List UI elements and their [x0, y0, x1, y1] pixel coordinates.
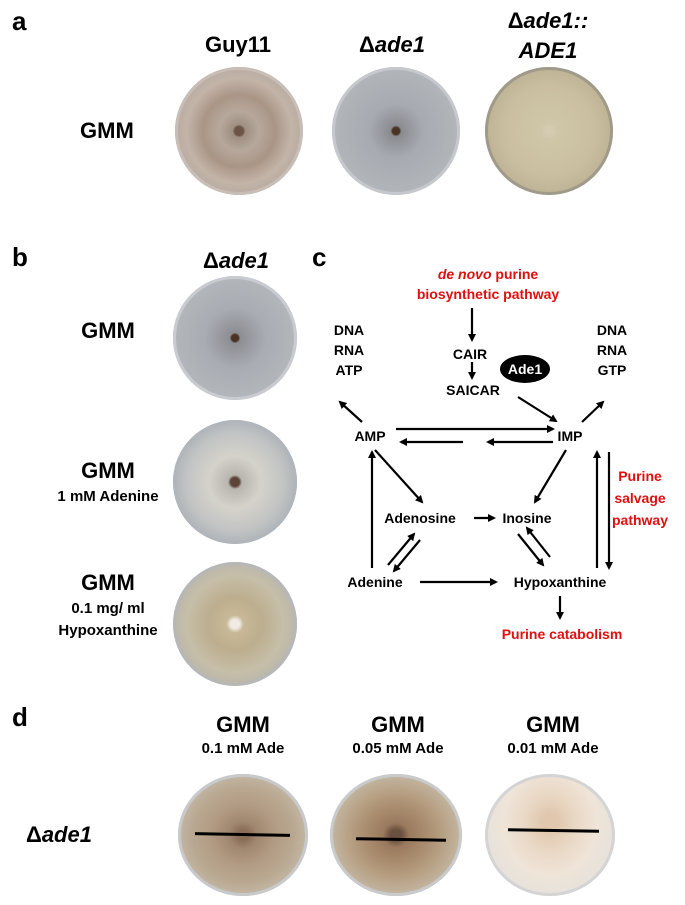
arrow-amp-to-adenosine [374, 449, 424, 504]
panel-d-col2-sublabel: 0.05 mM Ade [352, 740, 444, 757]
node-cair: CAIR [452, 346, 488, 362]
node-rna-right: RNA [596, 342, 628, 358]
panel-b-row3-sublabel2: Hypoxanthine [58, 622, 158, 639]
panel-d-col1-label: GMM [216, 712, 270, 737]
plate-b-adenine [173, 420, 297, 544]
node-inosine: Inosine [502, 510, 552, 526]
node-dna-left: DNA [333, 322, 365, 338]
node-saicar: SAICAR [446, 382, 500, 398]
arrow-adenosine-to-adenine [392, 539, 421, 573]
node-hypoxanthine: Hypoxanthine [513, 574, 607, 590]
plate-a-ade1 [332, 67, 460, 195]
arrow-amp-to-atp [338, 400, 363, 423]
panel-b-row3-label: GMM [81, 570, 135, 595]
salvage-label-line1: Purine [618, 468, 662, 484]
node-adenosine: Adenosine [384, 510, 456, 526]
arrow-adenine-to-adenosine [387, 532, 416, 566]
node-amp: AMP [354, 428, 386, 444]
node-gtp: GTP [597, 362, 627, 378]
catabolism-label: Purine catabolism [501, 626, 623, 642]
arrow-imp-to-gtp [581, 400, 605, 423]
panel-b-row1-label: GMM [81, 318, 135, 343]
salvage-label-line3: pathway [611, 512, 669, 528]
panel-b-header-ade1: Δade1 [203, 248, 269, 273]
panel-b-row2-label: GMM [81, 458, 135, 483]
panel-c-label: c [312, 242, 327, 272]
panel-d-row-ade1: Δade1 [26, 822, 92, 847]
arrow-imp-to-inosine [533, 449, 567, 504]
panel-a-col-ade1: Δade1 [359, 32, 425, 57]
arrow-hypoxanthine-to-inosine [525, 526, 551, 558]
plate-b-gmm [173, 276, 297, 400]
node-imp: IMP [557, 428, 583, 444]
panel-d-col3-label: GMM [526, 712, 580, 737]
panel-a-label: a [12, 6, 27, 36]
node-atp: ATP [335, 362, 363, 378]
panel-a-col-complement-line2: ADE1 [518, 38, 578, 63]
plate-b-hypoxanthine [173, 562, 297, 686]
arrow-inosine-to-hypoxanthine [517, 533, 545, 567]
panel-a-row-gmm: GMM [80, 118, 134, 143]
plate-a-guy11 [175, 67, 303, 195]
de-novo-label-line1: de novo purine [437, 266, 539, 282]
panel-d-col2-label: GMM [371, 712, 425, 737]
panel-d-col1-sublabel: 0.1 mM Ade [201, 740, 285, 757]
plate-a-complemented [485, 67, 613, 195]
panel-b-row3-sublabel1: 0.1 mg/ ml [71, 600, 145, 617]
node-adenine: Adenine [347, 574, 403, 590]
de-novo-label-line2: biosynthetic pathway [416, 286, 560, 302]
ade1-enzyme-badge: Ade1 [500, 355, 550, 383]
panel-a-col-complement-line1: Δade1:: [507, 8, 589, 33]
node-dna-right: DNA [596, 322, 628, 338]
plate-d-0.05mM [330, 774, 462, 896]
panel-b-label: b [12, 242, 28, 272]
arrow-saicar-to-imp [517, 396, 558, 423]
panel-a-col-guy11: Guy11 [204, 32, 272, 57]
panel-b-row2-sublabel: 1 mM Adenine [57, 488, 159, 505]
panel-d-label: d [12, 702, 28, 732]
panel-d-col3-sublabel: 0.01 mM Ade [507, 740, 599, 757]
salvage-label-line2: salvage [614, 490, 666, 506]
plate-d-0.01mM [485, 774, 615, 896]
node-rna-left: RNA [333, 342, 365, 358]
